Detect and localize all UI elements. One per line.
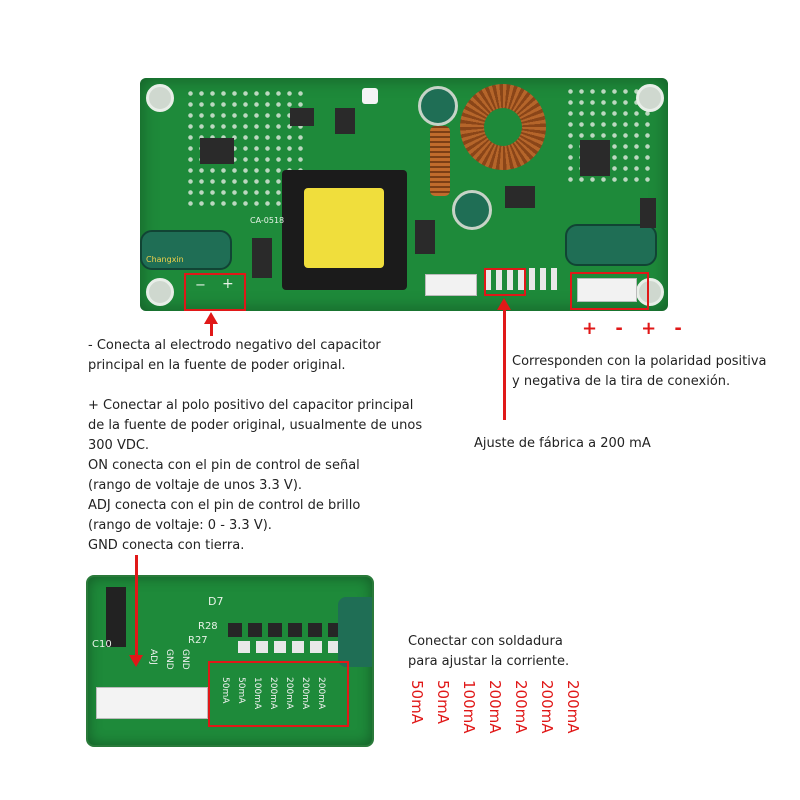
toroid-inductor (460, 84, 546, 170)
arrow-up-icon (497, 298, 511, 310)
adj-line-2: (rango de voltaje: 0 - 3.3 V). (88, 518, 272, 533)
terminal-minus-silk: − (195, 278, 206, 293)
on-line-2: (rango de voltaje de unos 3.3 V). (88, 478, 303, 493)
terminal-plus-silk: + (222, 276, 234, 292)
capacitor-right (565, 224, 657, 266)
mounting-hole (636, 84, 664, 112)
zoom-capacitor (338, 597, 372, 667)
highlight-output-connector (570, 272, 649, 310)
on-line-1: ON conecta con el pin de control de seña… (88, 458, 360, 473)
solder-line-2: para ajustar la corriente. (408, 654, 570, 669)
current-option: 200mA (512, 680, 530, 734)
ic-chip (290, 108, 314, 126)
zoom-silk-r28: R28 (198, 621, 218, 632)
highlight-jumper-pads (484, 268, 526, 296)
factory-setting-text: Ajuste de fábrica a 200 mA (474, 436, 651, 451)
current-option: 200mA (486, 680, 504, 734)
zoom-silk-r27: R27 (188, 635, 208, 646)
ic-chip (640, 198, 656, 228)
arrow-shaft (503, 308, 506, 420)
zoom-component (106, 587, 126, 647)
pcb-board-photo: CA-0518 Changxin − + (140, 78, 668, 311)
connector-label-gnd: GND (164, 649, 174, 670)
connector-label-adj: ADJ (148, 649, 158, 665)
pos-line-1: + Conectar al polo positivo del capacito… (88, 398, 414, 413)
current-option: 200mA (564, 680, 582, 734)
capacitor-left (140, 230, 232, 270)
pos-line-2: de la fuente de poder original, usualmen… (88, 418, 423, 433)
mounting-hole (146, 84, 174, 112)
coil-inductor (430, 126, 450, 196)
zoom-silk-c10: C10 (92, 639, 112, 650)
gnd-line: GND conecta con tierra. (88, 538, 245, 553)
ic-chip (580, 140, 610, 176)
pos-line-3: 300 VDC. (88, 438, 150, 453)
arrow-up-icon (204, 312, 218, 324)
white-connector-output (577, 278, 637, 302)
capacitor-small (418, 86, 458, 126)
highlight-solder-jumpers (208, 661, 349, 727)
polarity-line-1: Corresponden con la polaridad positiva (512, 354, 767, 369)
brand-silkscreen: Changxin (146, 255, 184, 264)
white-connector-mid (425, 274, 477, 296)
arrow-shaft (135, 555, 138, 655)
highlight-input-terminals (184, 273, 246, 311)
adj-line-1: ADJ conecta con el pin de control de bri… (88, 498, 361, 513)
jumper-pads-top (485, 268, 560, 290)
zoom-resistor-row (238, 641, 338, 653)
white-led (362, 88, 378, 104)
transformer (282, 170, 407, 290)
ic-chip (505, 186, 535, 208)
arrow-shaft (210, 322, 213, 336)
current-option: 100mA (460, 680, 478, 734)
capacitor-small (452, 190, 492, 230)
ic-chip (415, 220, 435, 254)
model-silkscreen: CA-0518 (250, 216, 285, 225)
polarity-line-2: y negativa de la tira de conexión. (512, 374, 731, 389)
current-option: 200mA (538, 680, 556, 734)
solder-instruction: Conectar con soldadura para ajustar la c… (408, 632, 569, 672)
zoom-silk-d7: D7 (208, 595, 224, 608)
polarity-description: Corresponden con la polaridad positiva y… (512, 352, 767, 392)
ic-chip (252, 238, 272, 278)
ic-chip (335, 108, 355, 134)
neg-electrode-label: - Conecta al electrodo negativo del capa… (88, 338, 381, 373)
connector-label-gnd: GND (180, 649, 190, 670)
mounting-hole (636, 278, 664, 306)
solder-line-1: Conectar con soldadura (408, 634, 563, 649)
mounting-hole (146, 278, 174, 306)
ic-chip (200, 138, 234, 164)
output-polarity-marks: + - + - (582, 318, 688, 339)
zoom-white-connector (96, 687, 208, 719)
current-option: 50mA (434, 680, 452, 724)
arrow-down-icon (129, 655, 143, 667)
zoom-resistor-row (228, 623, 338, 637)
neg-electrode-text: - Conecta al electrodo negativo del capa… (88, 336, 408, 376)
current-option: 50mA (408, 680, 426, 724)
pos-description: + Conectar al polo positivo del capacito… (88, 396, 422, 556)
